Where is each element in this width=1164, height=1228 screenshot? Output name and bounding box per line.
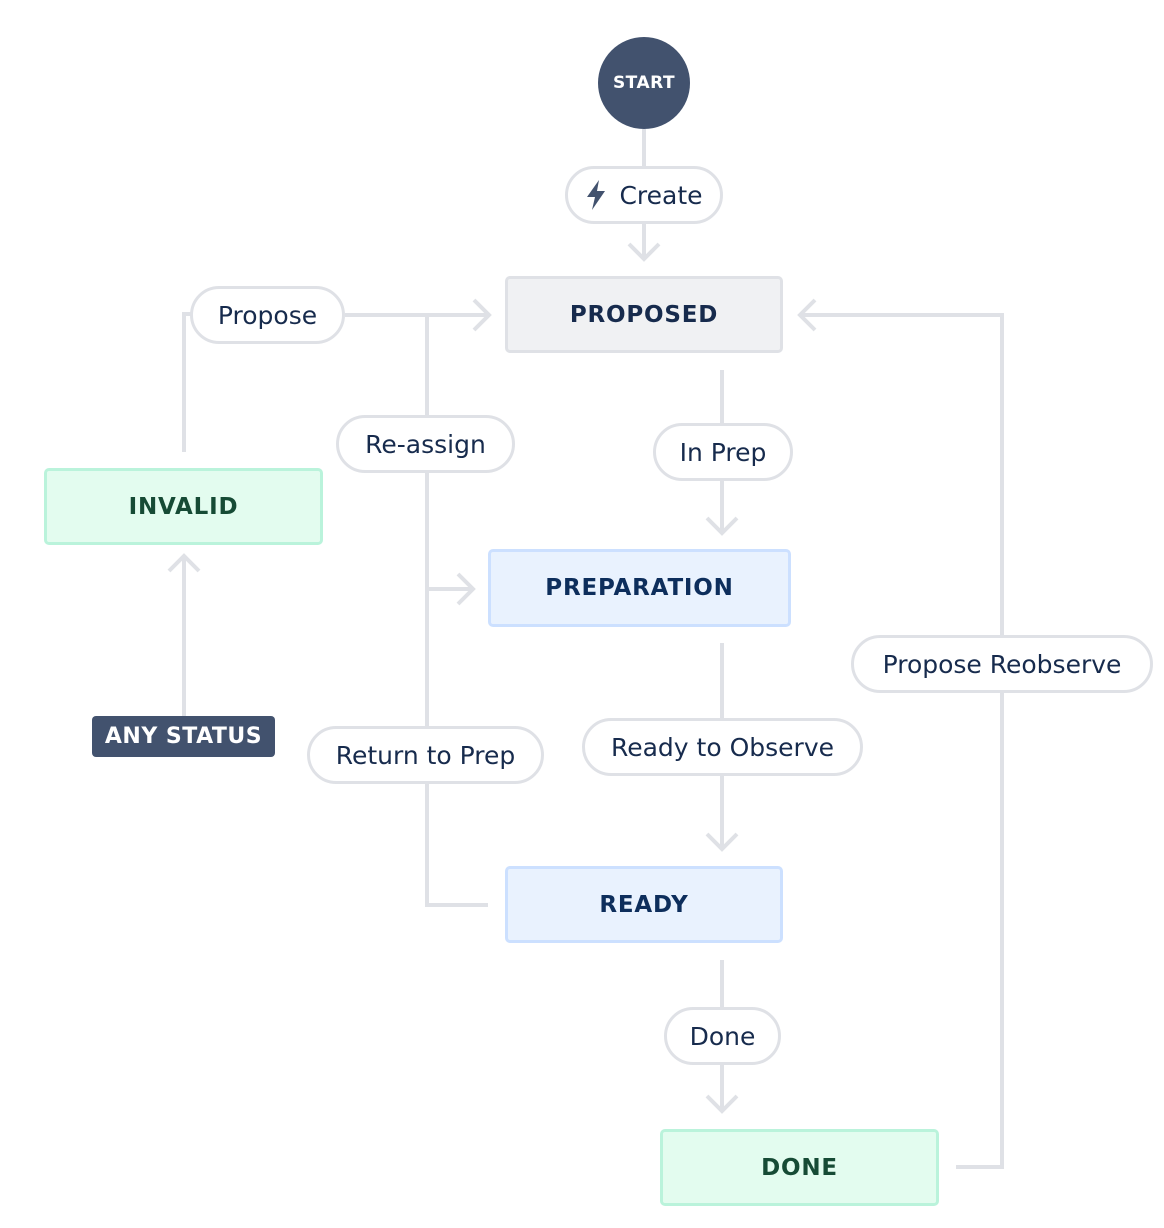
any-status-label: ANY STATUS bbox=[104, 724, 263, 749]
arrowhead-proposed-top bbox=[627, 242, 661, 262]
connector-ready-returnprep bbox=[425, 784, 488, 907]
any-status-badge[interactable]: ANY STATUS bbox=[92, 716, 275, 757]
status-preparation-label: PREPARATION bbox=[545, 575, 734, 601]
transition-create-label: Create bbox=[619, 180, 703, 210]
transition-propose-reobserve[interactable]: Propose Reobserve bbox=[851, 635, 1153, 693]
transition-create[interactable]: Create bbox=[565, 166, 723, 224]
connector-invalid-propose bbox=[182, 312, 192, 452]
status-invalid-label: INVALID bbox=[128, 493, 239, 520]
start-node[interactable]: START bbox=[598, 37, 690, 129]
arrowhead-preparation-left bbox=[456, 572, 476, 606]
transition-ready-to-observe-label: Ready to Observe bbox=[610, 732, 834, 762]
connector-reobserve-proposed bbox=[800, 313, 1004, 635]
status-proposed-label: PROPOSED bbox=[569, 301, 719, 328]
transition-propose-reobserve-label: Propose Reobserve bbox=[882, 649, 1122, 679]
arrowhead-preparation-top bbox=[705, 516, 739, 536]
transition-propose[interactable]: Propose bbox=[190, 286, 345, 344]
transition-in-prep-label: In Prep bbox=[679, 437, 767, 467]
transition-reassign[interactable]: Re-assign bbox=[336, 415, 515, 473]
arrowhead-invalid-bottom bbox=[167, 553, 201, 573]
start-label: START bbox=[612, 73, 676, 93]
status-ready[interactable]: READY bbox=[505, 866, 783, 943]
lightning-bolt-icon bbox=[587, 180, 606, 210]
transition-return-to-prep-label: Return to Prep bbox=[335, 740, 516, 770]
status-preparation[interactable]: PREPARATION bbox=[488, 549, 791, 627]
status-invalid[interactable]: INVALID bbox=[44, 468, 323, 545]
status-ready-label: READY bbox=[599, 891, 689, 918]
arrowhead-ready-top bbox=[705, 832, 739, 852]
status-proposed[interactable]: PROPOSED bbox=[505, 276, 783, 353]
connector-done-reobserve bbox=[956, 693, 1004, 1169]
status-done[interactable]: DONE bbox=[660, 1129, 939, 1206]
transition-return-to-prep[interactable]: Return to Prep bbox=[307, 726, 544, 784]
transition-reassign-label: Re-assign bbox=[365, 429, 486, 459]
transition-done[interactable]: Done bbox=[664, 1007, 781, 1065]
arrowhead-proposed-right bbox=[797, 298, 817, 332]
arrowhead-proposed-left bbox=[472, 298, 492, 332]
transition-ready-to-observe[interactable]: Ready to Observe bbox=[582, 718, 863, 776]
status-done-label: DONE bbox=[761, 1154, 838, 1181]
transition-done-label: Done bbox=[689, 1021, 756, 1051]
transition-in-prep[interactable]: In Prep bbox=[653, 423, 793, 481]
transition-propose-label: Propose bbox=[217, 300, 318, 330]
arrowhead-done-top bbox=[705, 1094, 739, 1114]
